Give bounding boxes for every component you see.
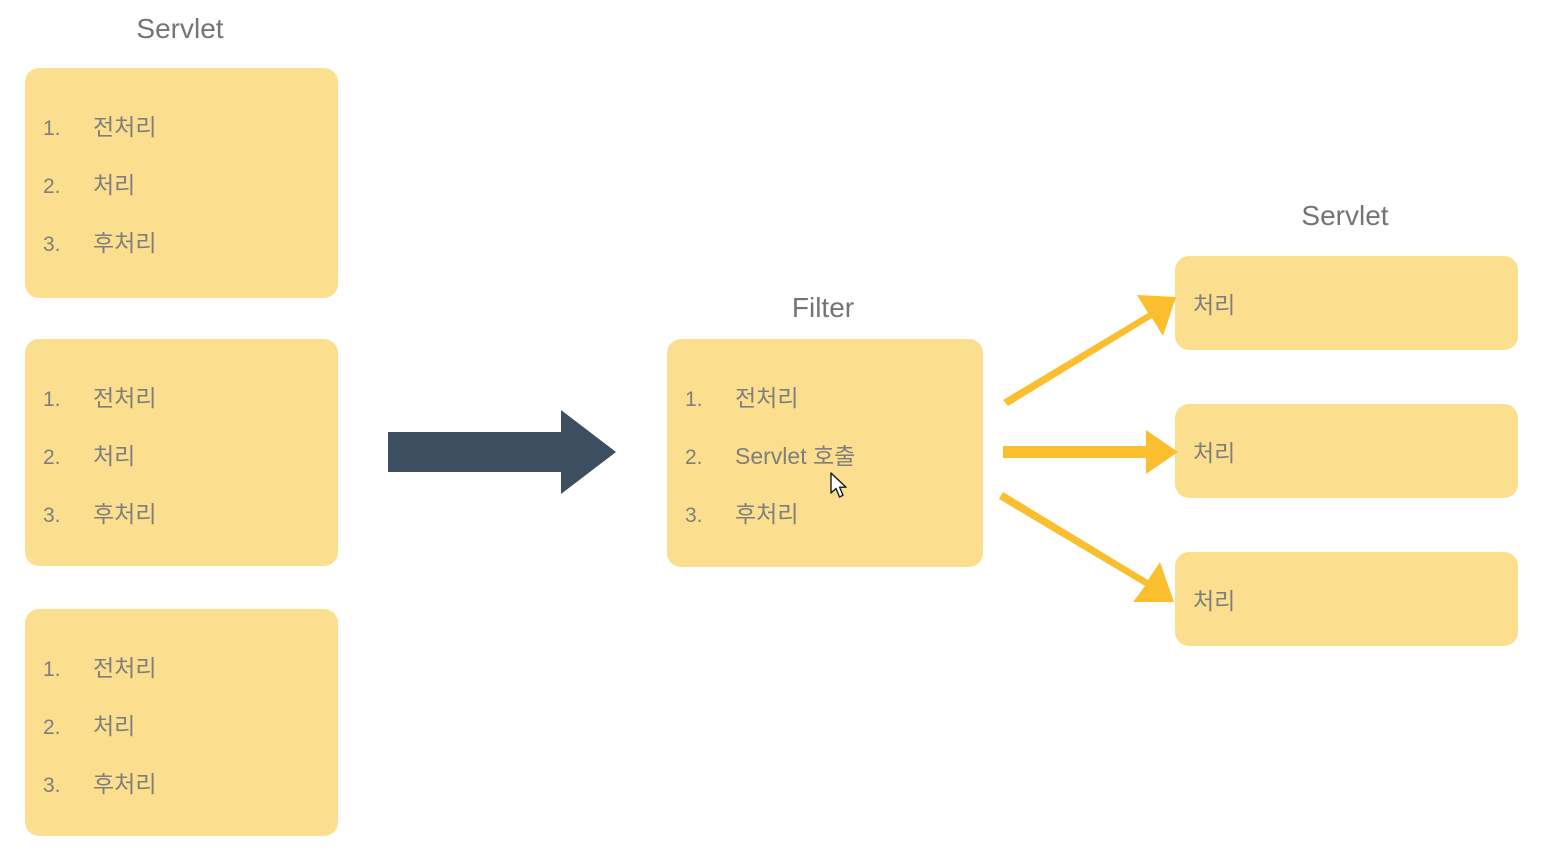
group-title-servlet-left: Servlet	[136, 13, 224, 44]
step-row: 2. 처리	[25, 166, 338, 224]
step-number: 3.	[685, 504, 703, 527]
arrow-down-right-icon	[999, 492, 1174, 602]
step-row: 3. 후처리	[25, 765, 338, 823]
servlet-target-card-1[interactable]: 처리	[1175, 256, 1518, 350]
mouse-pointer-icon	[830, 472, 847, 498]
step-label: 처리	[93, 443, 136, 469]
step-label: 후처리	[93, 230, 157, 256]
step-number: 1.	[685, 388, 703, 411]
servlet-target-label: 처리	[1193, 292, 1236, 318]
step-row: 3. 후처리	[667, 495, 983, 553]
servlet-target-label: 처리	[1193, 588, 1236, 614]
step-row: 3. 후처리	[25, 224, 338, 282]
step-row: 1. 전처리	[25, 649, 338, 707]
filter-card[interactable]: 1. 전처리 2. Servlet 호출 3. 후처리	[667, 339, 983, 567]
servlet-card-1[interactable]: 1. 전처리 2. 처리 3. 후처리	[25, 68, 338, 298]
step-row: 1. 전처리	[25, 108, 338, 166]
step-number: 1.	[43, 658, 61, 681]
step-number: 2.	[43, 716, 61, 739]
step-number: 1.	[43, 117, 61, 140]
step-label: 처리	[93, 713, 136, 739]
servlet-card-2[interactable]: 1. 전처리 2. 처리 3. 후처리	[25, 339, 338, 566]
step-number: 2.	[685, 446, 703, 469]
arrow-up-right-icon	[1003, 295, 1176, 406]
step-label: 전처리	[93, 655, 157, 681]
step-row: 1. 전처리	[667, 379, 983, 437]
step-label: 전처리	[735, 385, 799, 411]
step-row: 1. 전처리	[25, 379, 338, 437]
step-label: 후처리	[735, 501, 799, 527]
step-row: 3. 후처리	[25, 495, 338, 553]
step-number: 3.	[43, 504, 61, 527]
step-label: 처리	[93, 172, 136, 198]
step-number: 1.	[43, 388, 61, 411]
step-row: 2. Servlet 호출	[667, 437, 983, 495]
step-label: Servlet 호출	[735, 443, 856, 469]
step-number: 2.	[43, 446, 61, 469]
step-label: 후처리	[93, 771, 157, 797]
group-title-filter: Filter	[791, 292, 855, 323]
arrow-right-icon	[1003, 430, 1178, 474]
right-arrow-icon	[388, 410, 616, 494]
servlet-card-3[interactable]: 1. 전처리 2. 처리 3. 후처리	[25, 609, 338, 836]
servlet-target-card-3[interactable]: 처리	[1175, 552, 1518, 646]
step-label: 전처리	[93, 114, 157, 140]
step-row: 2. 처리	[25, 437, 338, 495]
step-number: 2.	[43, 175, 61, 198]
step-row: 2. 처리	[25, 707, 338, 765]
step-label: 후처리	[93, 501, 157, 527]
servlet-target-label: 처리	[1193, 440, 1236, 466]
group-title-servlet-right: Servlet	[1301, 200, 1389, 231]
step-label: 전처리	[93, 385, 157, 411]
step-number: 3.	[43, 233, 61, 256]
servlet-target-card-2[interactable]: 처리	[1175, 404, 1518, 498]
step-number: 3.	[43, 774, 61, 797]
